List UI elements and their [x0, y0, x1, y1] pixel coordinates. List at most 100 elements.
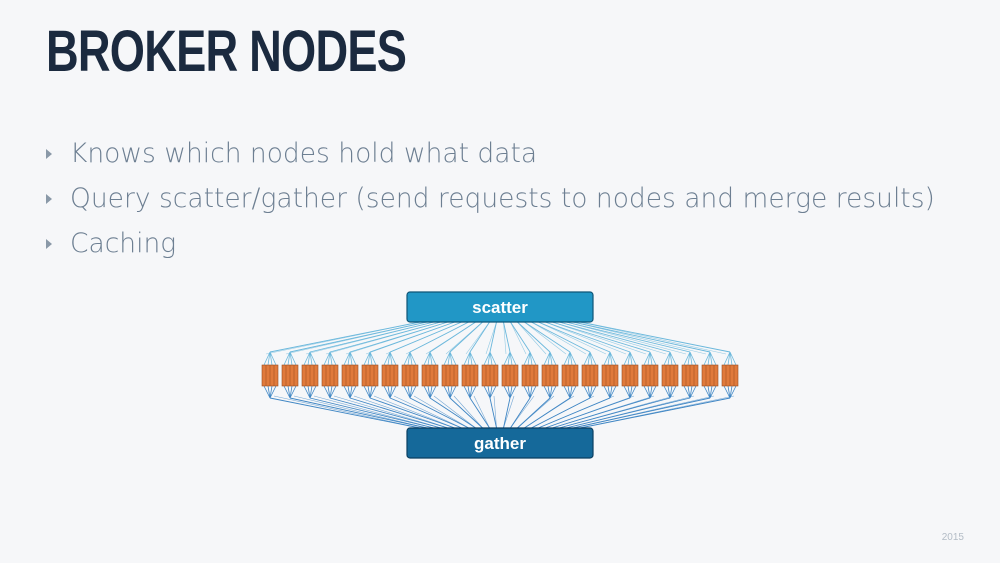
gather-line	[309, 397, 435, 429]
node-fan-in	[363, 351, 377, 366]
scatter-line	[531, 321, 587, 355]
gather-line	[409, 397, 469, 429]
node-fan-out	[383, 385, 397, 399]
gather-line	[566, 395, 695, 429]
scatter-lines	[265, 321, 731, 355]
node-fan-in	[403, 351, 417, 366]
gather-line	[579, 395, 735, 429]
data-node	[281, 351, 299, 399]
data-node	[701, 351, 719, 399]
footer-year: 2015	[941, 532, 964, 543]
node-fan-out	[343, 385, 357, 399]
scatter-line	[538, 321, 611, 353]
scatter-line	[305, 321, 434, 355]
scatter-line	[524, 321, 567, 355]
gather-line	[493, 395, 497, 429]
node-fan-in	[263, 351, 277, 366]
data-node	[441, 351, 459, 399]
gather-line	[572, 395, 715, 429]
node-fan-out	[643, 385, 657, 399]
scatter-line	[559, 321, 667, 355]
gather-line	[349, 397, 448, 429]
bullet-triangle-icon	[46, 193, 52, 204]
bullet-triangle-icon	[46, 238, 52, 249]
node-fan-out	[683, 385, 697, 399]
gather-line	[517, 395, 555, 429]
bullet-item: Knows which nodes hold what data	[46, 131, 935, 176]
gather-line	[473, 395, 490, 429]
scatter-line	[579, 321, 731, 353]
node-fan-in	[583, 351, 597, 366]
gather-line	[503, 395, 515, 429]
node-fan-out	[543, 385, 557, 399]
bullet-text: Query scatter/gather (send requests to n…	[70, 183, 935, 214]
scatter-line	[510, 321, 531, 353]
gather-line	[313, 395, 434, 429]
data-node	[341, 351, 359, 399]
gather-line	[538, 395, 615, 429]
data-node	[261, 351, 279, 399]
gather-line	[333, 395, 441, 429]
data-node	[641, 351, 659, 399]
node-fan-in	[523, 351, 537, 366]
node-fan-out	[263, 385, 277, 399]
node-fan-out	[483, 385, 497, 399]
node-fan-out	[363, 385, 377, 399]
scatter-line	[572, 321, 711, 353]
scatter-line	[517, 321, 551, 353]
gather-line	[413, 395, 469, 429]
gather-line	[273, 395, 421, 429]
node-fan-in	[663, 351, 677, 366]
gather-line	[353, 395, 448, 429]
scatter-line	[425, 321, 476, 355]
gather-line	[453, 395, 483, 429]
scatter-line	[579, 321, 727, 355]
scatter-line	[552, 321, 647, 355]
data-node	[581, 351, 599, 399]
node-fan-in	[463, 351, 477, 366]
data-node	[321, 351, 339, 399]
gather-line	[373, 395, 455, 429]
gather-line	[369, 397, 455, 429]
scatter-box: scatter	[406, 291, 594, 323]
bullet-text: Knows which nodes hold what data	[70, 138, 538, 169]
gather-line	[489, 397, 497, 429]
scatter-line	[325, 321, 441, 355]
node-fan-out	[563, 385, 577, 399]
node-fan-in	[323, 351, 337, 366]
gather-line	[269, 397, 421, 429]
gather-label: gather	[474, 434, 526, 453]
node-fan-out	[603, 385, 617, 399]
scatter-line	[531, 321, 591, 353]
bullet-text: Caching	[70, 228, 177, 259]
node-fan-in	[723, 351, 737, 366]
scatter-line	[565, 321, 691, 353]
node-fan-out	[503, 385, 517, 399]
node-fan-in	[343, 351, 357, 366]
scatter-line	[345, 321, 448, 355]
node-fan-out	[423, 385, 437, 399]
gather-line	[389, 397, 462, 429]
gather-line	[510, 397, 531, 429]
data-node	[721, 351, 739, 399]
scatter-line	[517, 321, 547, 355]
bullet-item: Caching	[46, 221, 935, 266]
gather-line	[545, 395, 635, 429]
node-fan-out	[403, 385, 417, 399]
scatter-line	[465, 321, 490, 355]
scatter-line	[469, 321, 490, 353]
scatter-line	[572, 321, 707, 355]
data-node	[401, 351, 419, 399]
gather-line	[289, 397, 428, 429]
scatter-line	[524, 321, 571, 353]
node-fan-out	[623, 385, 637, 399]
data-node	[541, 351, 559, 399]
node-fan-out	[303, 385, 317, 399]
node-fan-in	[503, 351, 517, 366]
data-node	[561, 351, 579, 399]
node-fan-in	[383, 351, 397, 366]
gather-line	[293, 395, 428, 429]
scatter-line	[489, 321, 497, 353]
node-fan-in	[603, 351, 617, 366]
scatter-line	[385, 321, 462, 355]
